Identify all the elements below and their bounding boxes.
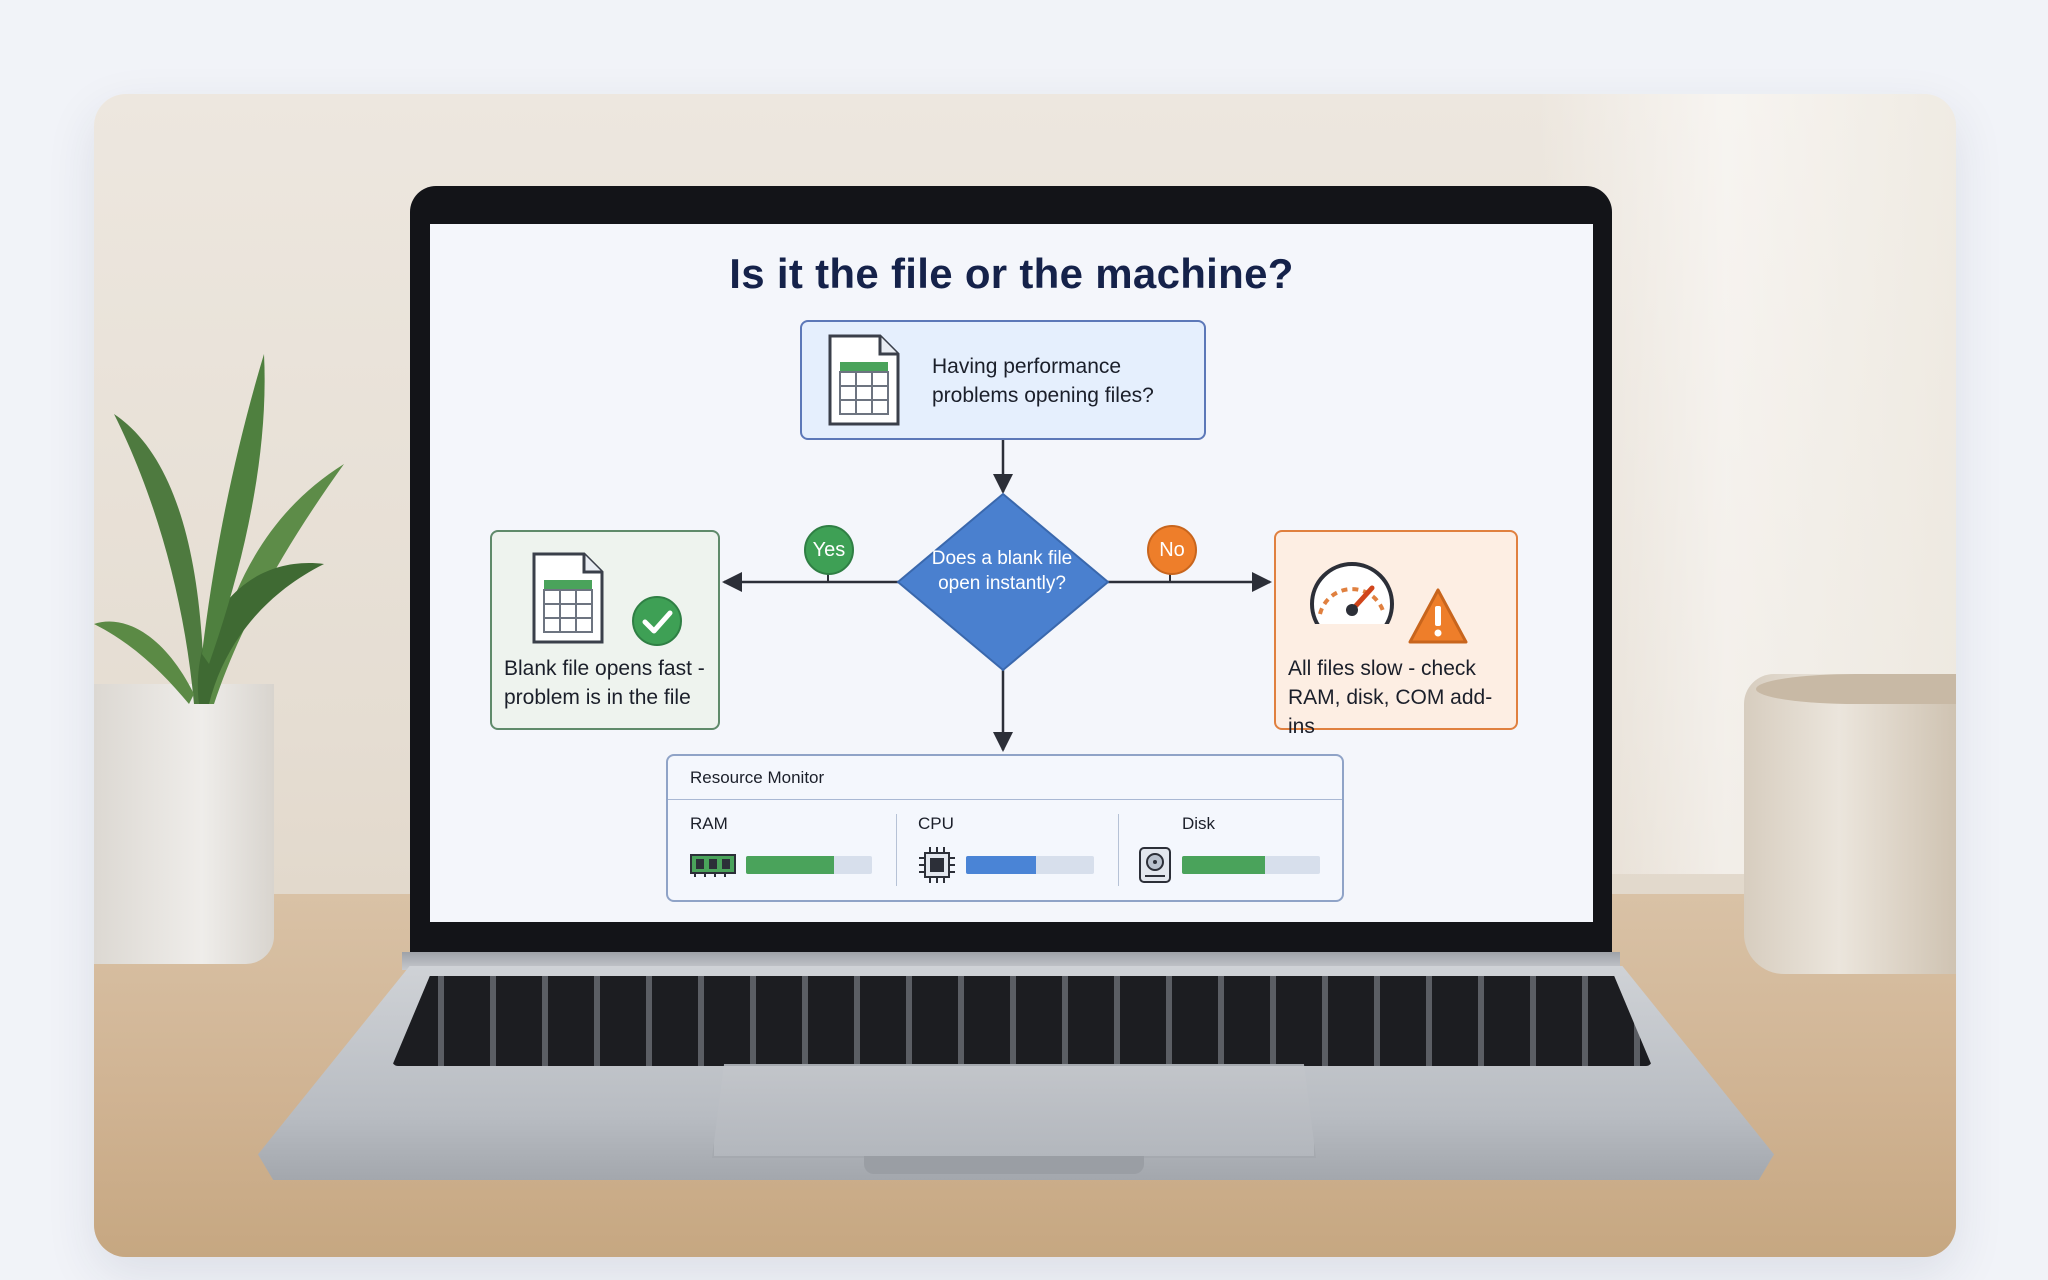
no-outcome-text: All files slow - check RAM, disk, COM ad… <box>1288 657 1493 738</box>
hard-drive-icon <box>1139 847 1171 883</box>
metric-ram-bar <box>746 856 872 874</box>
flowchart: Is it the file or the machine? Having pe… <box>430 224 1593 922</box>
warning-triangle-icon <box>1408 588 1468 644</box>
no-badge: No <box>1147 525 1197 575</box>
metric-disk-bar <box>1182 856 1320 874</box>
coffee-cup <box>1744 674 1956 974</box>
cpu-icon <box>919 847 955 883</box>
decision-text: Does a blank file open instantly? <box>931 548 1073 594</box>
metric-separator <box>1118 814 1119 886</box>
yes-outcome-box: Blank file opens fast - problem is in th… <box>490 530 720 730</box>
metric-ram: RAM <box>690 800 890 900</box>
metric-ram-fill <box>746 856 835 874</box>
diagram-title: Is it the file or the machine? <box>729 250 1294 297</box>
laptop-notch <box>864 1156 1144 1174</box>
metric-cpu-bar <box>966 856 1094 874</box>
connector-lines <box>722 440 1272 752</box>
metric-ram-label: RAM <box>690 814 728 833</box>
metric-cpu: CPU <box>918 800 1118 900</box>
plant-leaves-icon <box>94 354 344 704</box>
metric-disk-label: Disk <box>1182 814 1216 833</box>
plant-pot <box>94 684 274 964</box>
laptop-keyboard <box>392 976 1652 1066</box>
ram-chip-icon <box>690 854 736 877</box>
speedometer-icon <box>1310 562 1394 644</box>
spreadsheet-icon <box>828 334 900 426</box>
metric-disk: Disk <box>1138 800 1338 900</box>
start-box-text: Having performance problems opening file… <box>932 355 1154 407</box>
resource-monitor-title: Resource Monitor <box>690 768 825 787</box>
spreadsheet-icon <box>532 552 604 644</box>
no-outcome-box: All files slow - check RAM, disk, COM ad… <box>1274 530 1518 738</box>
metric-separator <box>896 814 897 886</box>
decision-diamond <box>896 492 1110 672</box>
laptop-screen: Is it the file or the machine? Having pe… <box>430 224 1593 922</box>
metric-cpu-label: CPU <box>918 814 954 833</box>
yes-badge: Yes <box>804 525 854 575</box>
metric-cpu-fill <box>966 856 1037 874</box>
metric-disk-fill <box>1182 856 1265 874</box>
resource-monitor-panel: Resource Monitor RAM <box>666 754 1344 902</box>
resource-monitor-header: Resource Monitor <box>668 756 1342 800</box>
laptop-trackpad <box>712 1064 1316 1158</box>
yes-outcome-text: Blank file opens fast - problem is in th… <box>504 657 705 709</box>
coffee-cup-rim <box>1756 674 1956 704</box>
start-box: Having performance problems opening file… <box>800 320 1206 440</box>
check-circle-icon <box>632 596 682 646</box>
laptop-hinge <box>402 952 1620 970</box>
